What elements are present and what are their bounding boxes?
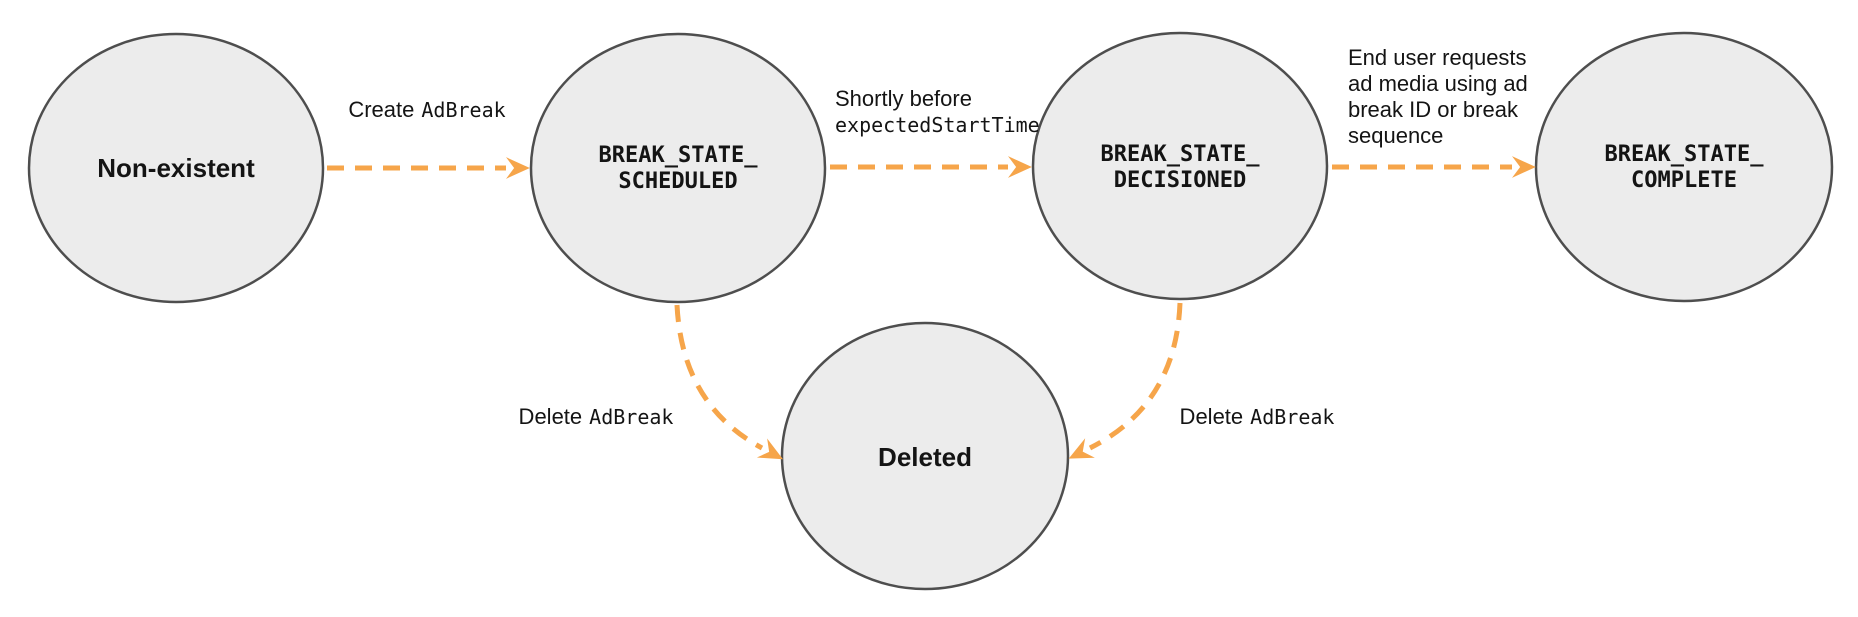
node-circle-break-state-complete — [1534, 31, 1834, 303]
node-label-text: Deleted — [878, 442, 972, 472]
edge-label-plain-text: Create — [348, 97, 415, 122]
edge-label-code-text: AdBreak — [421, 98, 506, 122]
node-circle-break-state-scheduled — [529, 32, 827, 304]
edge-label-code-text: AdBreak — [1250, 405, 1335, 429]
edge-label-plain-text: Delete — [1179, 404, 1244, 429]
node-label-break-state-decisioned: BREAK_STATE_DECISIONED — [1101, 142, 1260, 194]
edge-label-line: End user requests — [1348, 45, 1527, 70]
edge-label-code-text: AdBreak — [589, 405, 674, 429]
node-circle-non-existent — [27, 32, 325, 304]
edge-label-line: break ID or break — [1348, 97, 1518, 122]
arrow-delete-adbreak-right — [1068, 302, 1183, 459]
edge-label-plain-text: Delete — [518, 404, 583, 429]
node-label-break-state-scheduled: BREAK_STATE_SCHEDULED — [599, 143, 758, 195]
node-label-text: Non-existent — [97, 153, 255, 183]
node-label-non-existent: Non-existent — [97, 153, 254, 183]
arrow-delete-adbreak-left — [674, 304, 783, 460]
node-label-text2: DECISIONED — [1113, 168, 1247, 193]
node-label-deleted: Deleted — [878, 442, 972, 472]
node-label-text2: SCHEDULED — [618, 169, 738, 194]
node-label-text: BREAK_STATE_ — [1100, 142, 1260, 167]
edge-label-plain-text: Shortly before — [835, 86, 972, 111]
edge-label-line: ad media using ad — [1348, 71, 1528, 96]
node-label-break-state-complete: BREAK_STATE_COMPLETE — [1605, 142, 1764, 194]
edge-label-shortly-before: Shortly before expectedStartTime — [835, 86, 1040, 138]
edge-label-end-user-requests: End user requests ad media using ad brea… — [1348, 45, 1528, 149]
edge-label-code-text: expectedStartTime — [835, 113, 1040, 137]
edge-label-line: sequence — [1348, 123, 1444, 148]
node-label-text: BREAK_STATE_ — [598, 143, 758, 168]
node-label-text2: COMPLETE — [1631, 168, 1737, 193]
node-circle-break-state-decisioned — [1031, 31, 1329, 301]
node-label-text: BREAK_STATE_ — [1604, 142, 1764, 167]
